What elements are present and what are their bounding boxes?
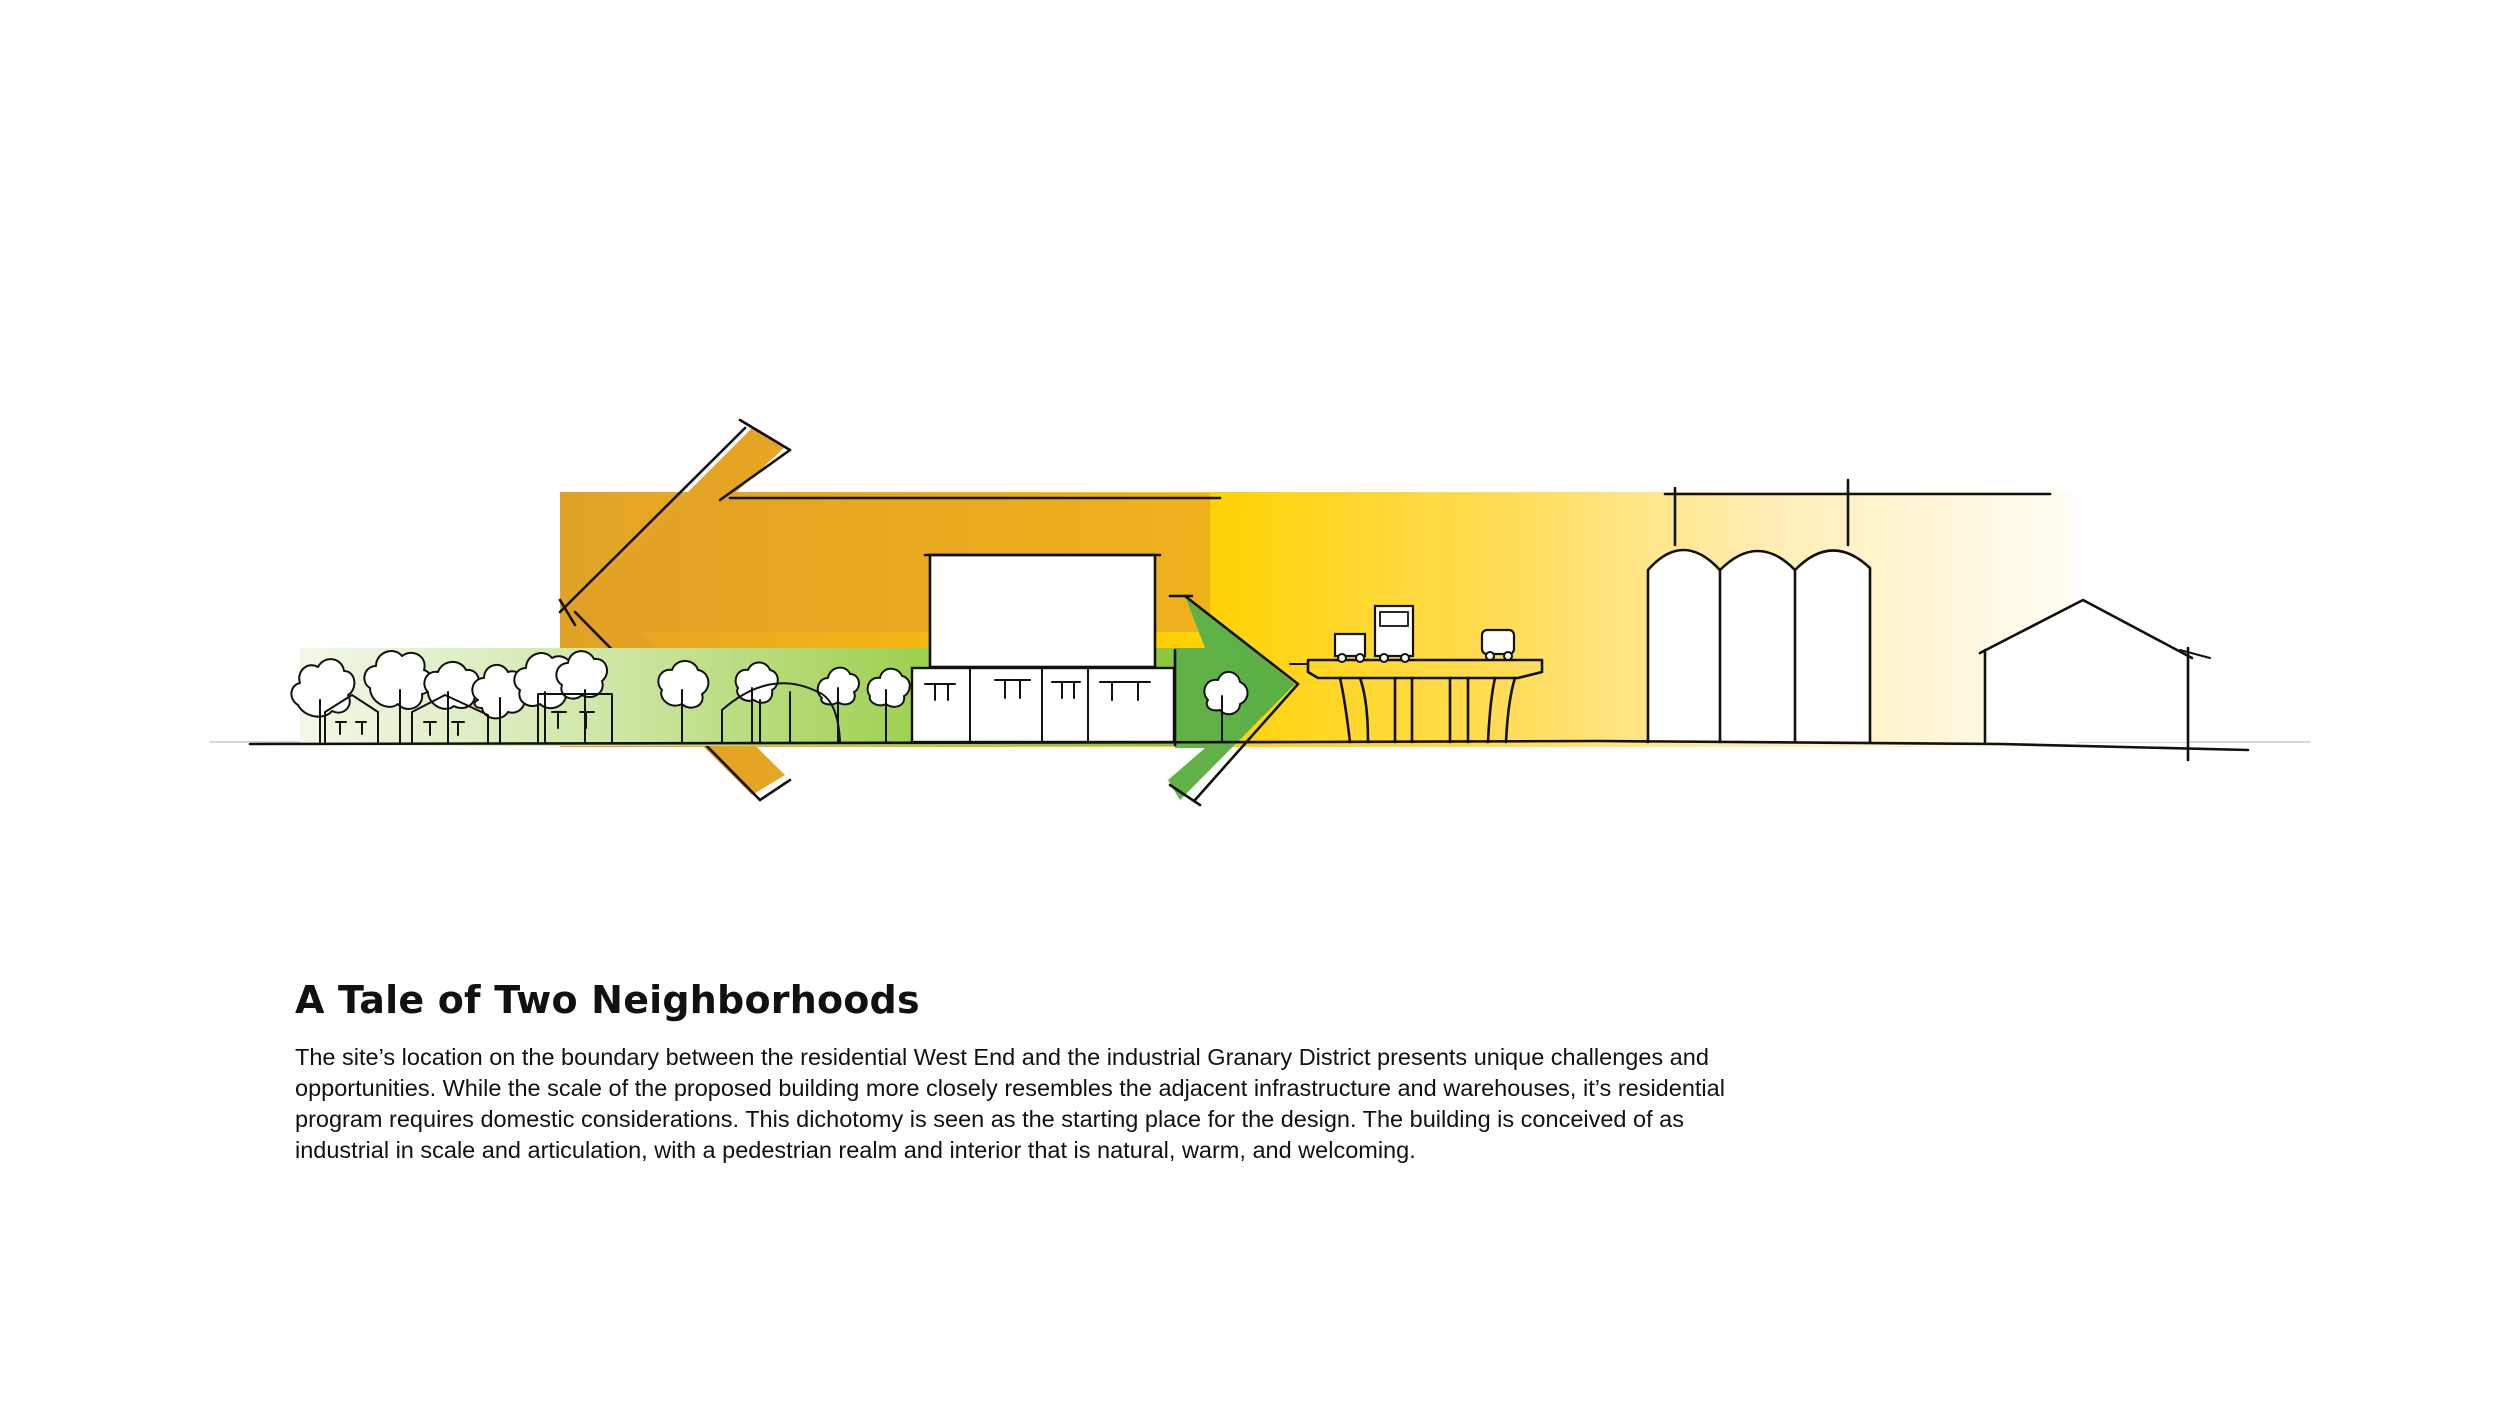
west-arrow bbox=[558, 418, 1222, 802]
grain-silos bbox=[1646, 478, 2052, 744]
proposed-building bbox=[910, 553, 1176, 744]
trucks bbox=[1333, 604, 1516, 663]
caption-title: A Tale of Two Neighborhoods bbox=[295, 978, 920, 1022]
houses bbox=[324, 682, 841, 743]
ground-line bbox=[248, 739, 2250, 752]
caption: A Tale of Two Neighborhoods The site’s l… bbox=[295, 978, 1895, 1166]
highway-overpass bbox=[1289, 658, 1544, 744]
warehouse bbox=[1978, 598, 2211, 762]
caption-body: The site’s location on the boundary betw… bbox=[295, 1044, 1725, 1163]
